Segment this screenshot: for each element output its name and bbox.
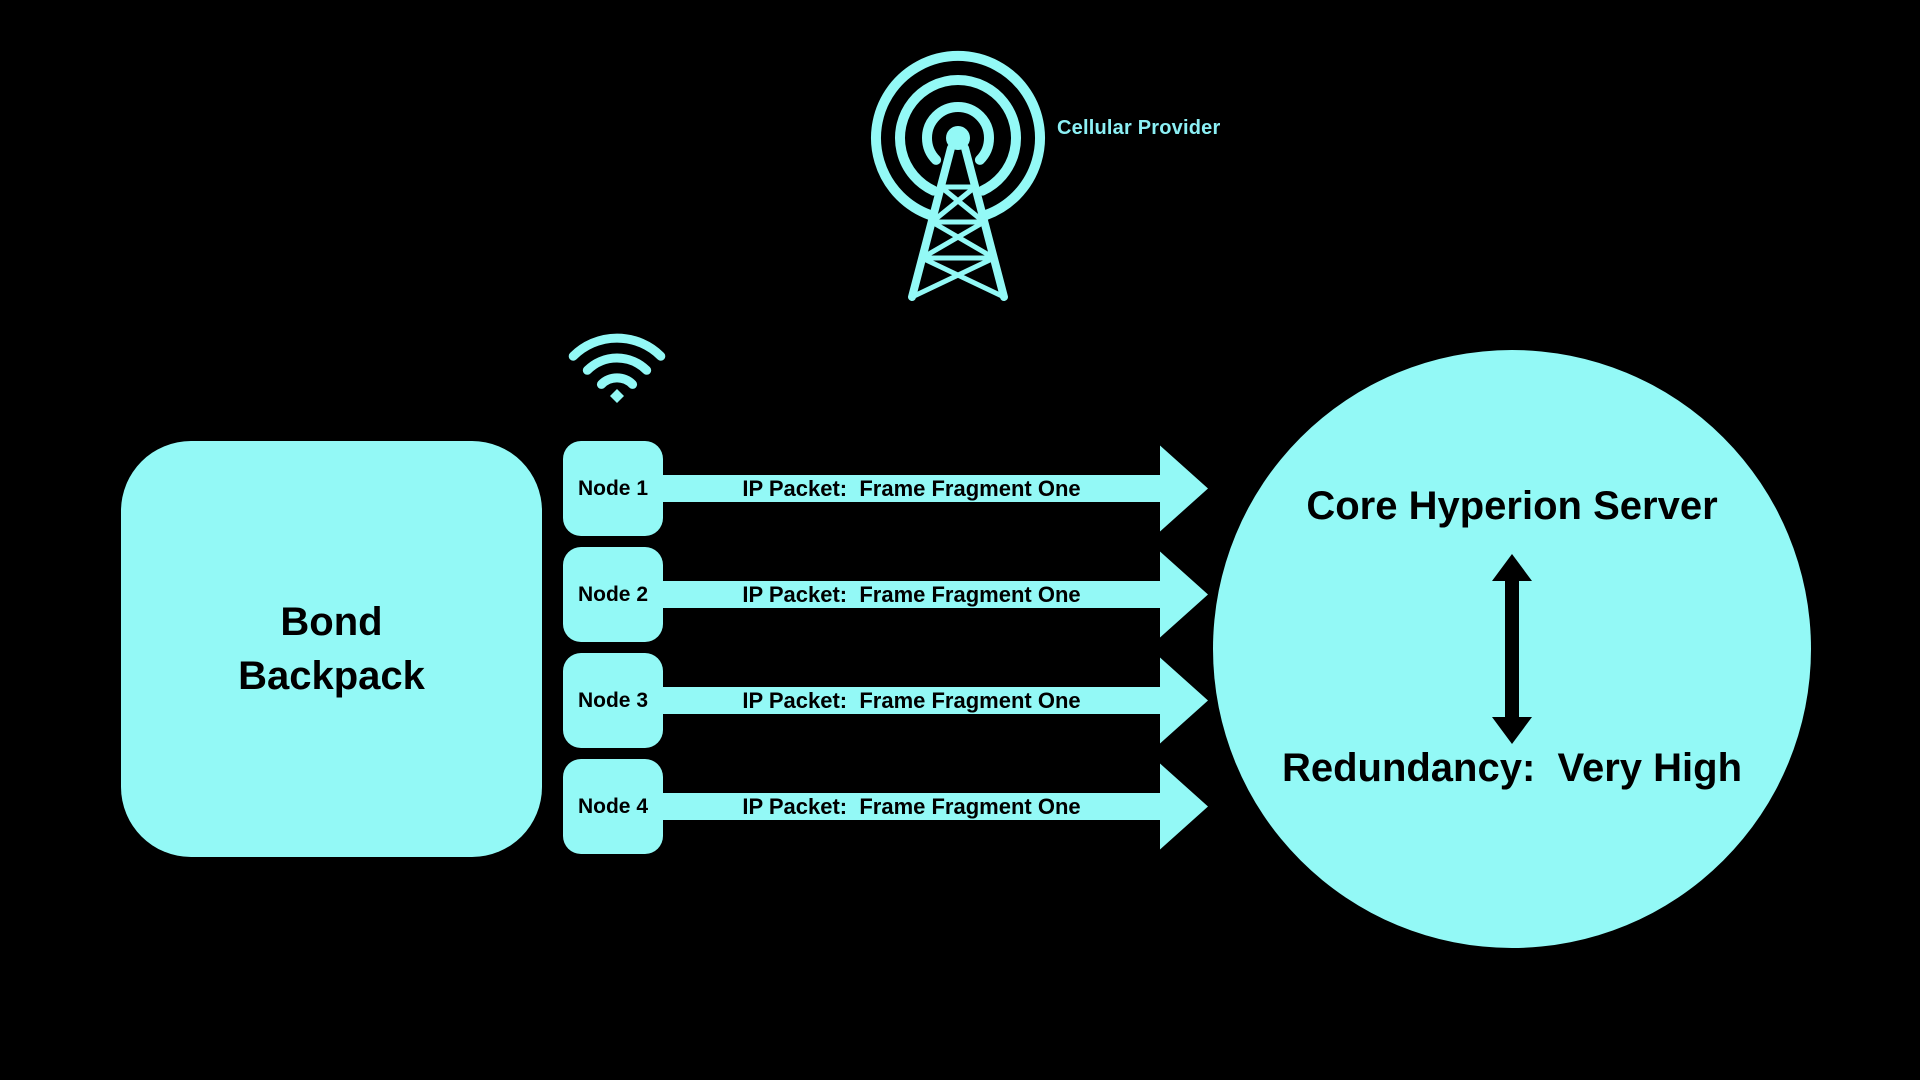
node-1-box: Node 1 <box>563 441 663 536</box>
packet-label-1: IP Packet: Frame Fragment One <box>742 475 1081 501</box>
node-2-label: Node 2 <box>577 582 648 606</box>
server-title: Core Hyperion Server <box>1306 484 1718 528</box>
wifi-icon <box>568 333 666 403</box>
packet-arrow-3 <box>650 657 1208 744</box>
node-2-box: Node 2 <box>563 547 663 642</box>
double-arrow-icon <box>1492 554 1532 744</box>
core-hyperion-server-circle: Core Hyperion Server Redundancy: Very Hi… <box>1213 350 1811 948</box>
node-3-box: Node 3 <box>563 653 663 748</box>
packet-label-4: IP Packet: Frame Fragment One <box>742 793 1081 819</box>
redundancy-label: Redundancy: Very High <box>1281 746 1743 790</box>
node-4-label: Node 4 <box>577 794 648 818</box>
packet-arrow-1 <box>650 445 1208 532</box>
node-3-label: Node 3 <box>577 688 648 712</box>
packet-label-2: IP Packet: Frame Fragment One <box>742 581 1081 607</box>
node-1-label: Node 1 <box>577 476 648 500</box>
cellular-provider-label: Cellular Provider <box>1057 117 1221 139</box>
bond-backpack-box: Bond Backpack <box>121 441 542 857</box>
cell-tower-icon <box>871 51 1045 301</box>
bond-backpack-label: Bond Backpack <box>238 600 425 698</box>
packet-label-3: IP Packet: Frame Fragment One <box>742 687 1081 713</box>
node-4-box: Node 4 <box>563 759 663 854</box>
packet-arrow-4 <box>650 763 1208 850</box>
packet-arrow-2 <box>650 551 1208 638</box>
